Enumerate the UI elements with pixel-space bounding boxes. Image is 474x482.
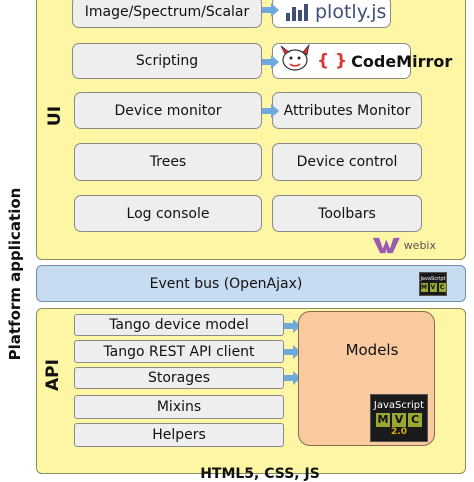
jsmvc-small-label: JavaScript [420,276,446,282]
codemirror-logo-text: CodeMirror [351,51,453,71]
tango-device-model-box: Tango device model [74,314,284,336]
device-control-box: Device control [272,143,422,181]
jsmvc-version: 2.0 [391,426,407,437]
plotly-logo-text: plotly.js [315,1,387,23]
storages-box: Storages [74,367,284,389]
event-bus-panel [36,265,466,302]
platform-application-label: Platform application [6,187,24,361]
jsmvc-large-c: C [408,412,422,427]
webix-logo-text: webix [403,238,436,252]
bottom-cut-text: HTML5, CSS, JS [200,466,320,482]
scripting-box: Scripting [72,43,262,79]
image-spectrum-scalar-box: Image/Spectrum/Scalar [72,0,262,28]
trees-box: Trees [74,143,262,181]
jsmvc-small-c: C [438,283,446,292]
event-bus-label: Event bus (OpenAjax) [149,275,303,292]
helpers-box: Helpers [74,423,284,447]
jsmvc-large-m: M [376,412,390,427]
arrow-image-to-plotly [262,3,279,17]
webix-w-icon [372,237,400,254]
plotly-logo-box: plotly.js [272,0,391,28]
event-bus-jsmvc-logo: JavaScript M V C [419,272,447,296]
arrow-device-to-attributes [262,104,279,118]
webix-logo: webix [372,234,436,256]
arrow-storages-to-models [284,371,301,385]
models-jsmvc-logo: JavaScript M V C 2.0 [370,394,428,442]
arrow-device-model-to-models [284,319,301,333]
arrow-scripting-to-codemirror [262,55,279,69]
plotly-bars-icon [285,2,309,22]
api-label: API [43,359,63,391]
codemirror-logo-box: { } CodeMirror [272,43,452,79]
jsmvc-small-m: M [420,283,428,292]
device-monitor-box: Device monitor [74,92,262,129]
jsmvc-large-label: JavaScript [373,399,425,411]
log-console-box: Log console [74,195,262,232]
models-label: Models [345,341,399,359]
toolbars-box: Toolbars [272,195,422,232]
mixins-box: Mixins [74,395,284,419]
codemirror-braces-icon: { } [317,51,348,71]
attributes-monitor-box: Attributes Monitor [272,92,422,129]
tango-rest-client-box: Tango REST API client [74,340,284,363]
arrow-rest-client-to-models [284,345,301,359]
models-panel [298,311,435,446]
codemirror-creature-icon [279,43,313,78]
ui-label: UI [45,105,65,127]
jsmvc-large-v: V [392,412,406,427]
jsmvc-small-v: V [429,283,437,292]
